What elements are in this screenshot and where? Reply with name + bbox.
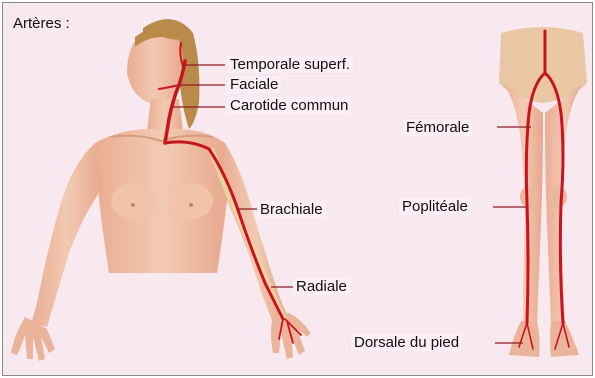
label-temporale: Temporale superf. [227,56,353,73]
label-femorale: Fémorale [403,119,472,136]
label-radiale: Radiale [293,278,350,295]
label-faciale: Faciale [227,76,281,93]
label-carotide: Carotide commun [227,97,351,114]
label-brachiale: Brachiale [257,201,326,218]
label-poplitéale: Poplitéale [399,198,471,215]
label-dorsale: Dorsale du pied [351,334,462,351]
diagram-title: Artères : [13,15,70,32]
